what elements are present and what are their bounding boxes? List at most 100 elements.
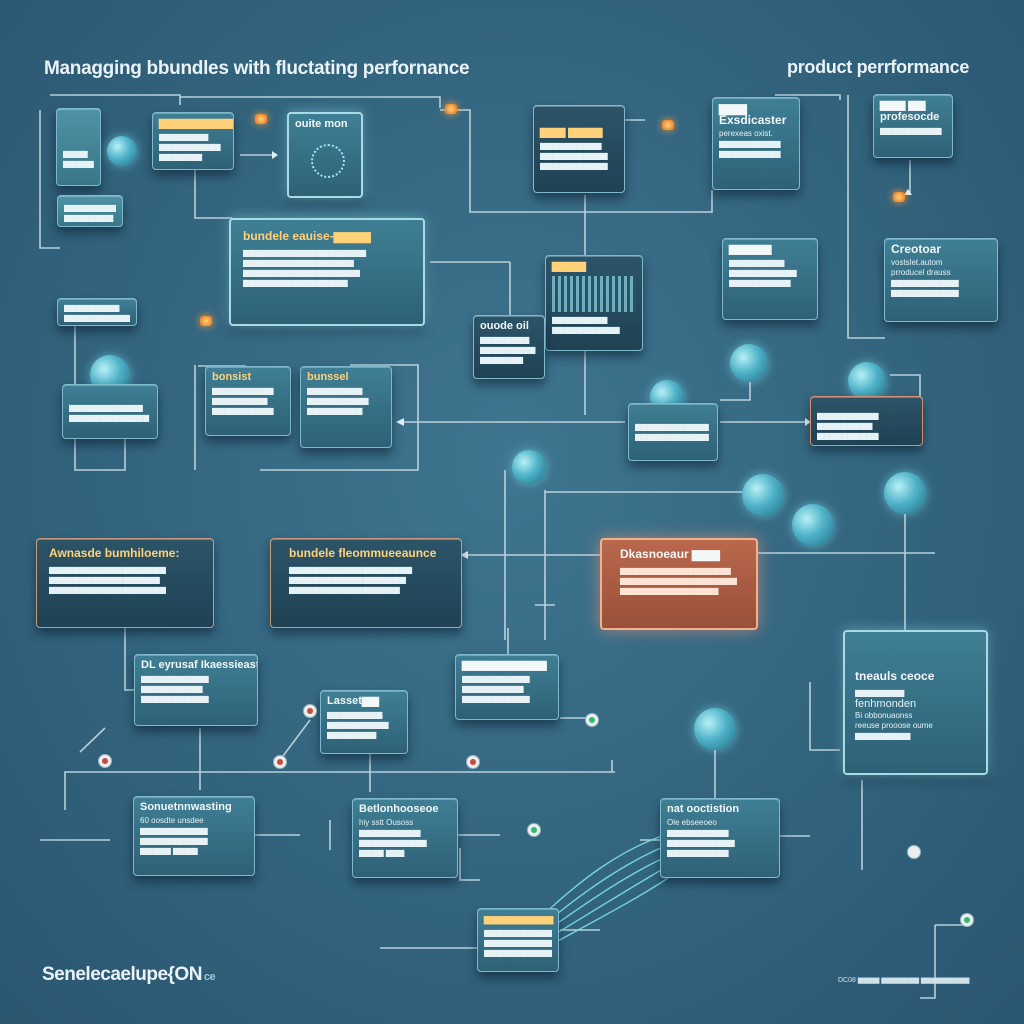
node-title: Dkasnoeaur ▆▆▆ <box>620 547 720 561</box>
diagram-node[interactable]: ouite mon <box>287 112 363 198</box>
node-line: ▆▆▆▆▆▆▆▆▆▆▆▆ <box>635 422 709 431</box>
node-line: 60 oosdte unsdee <box>140 816 204 825</box>
diagram-node[interactable]: Betlonhooseoe hiy sstt Ousoss ▆▆▆▆▆▆▆▆▆▆… <box>352 798 458 878</box>
node-line: ▆▆▆▆▆▆▆▆▆▆▆▆▆▆▆ <box>484 948 552 957</box>
node-line: vostslet.autom <box>891 258 943 267</box>
node-line: ▆▆▆▆▆▆▆▆▆▆▆▆▆ <box>69 413 149 422</box>
node-line: perexeas oxist. <box>719 129 773 138</box>
diagram-node[interactable]: Awnasde bumhiloeme: ▆▆▆▆▆▆▆▆▆▆▆▆▆▆▆▆▆▆▆ … <box>36 538 214 628</box>
node-title: ▆▆▆ Exsdicaster <box>719 101 787 127</box>
node-text: 60 oosdte unsdee ▆▆▆▆▆▆▆▆▆▆▆ ▆▆▆▆▆▆▆▆▆▆▆… <box>140 816 248 856</box>
diagram-node[interactable]: Lasset▆▆ ▆▆▆▆▆▆▆▆▆ ▆▆▆▆▆▆▆▆▆▆ ▆▆▆▆▆▆▆▆ <box>320 690 408 754</box>
node-line: ▆▆▆▆▆▆▆▆▆▆▆ <box>64 313 130 322</box>
node-line: ▆▆▆▆▆▆▆▆ <box>327 730 377 739</box>
diagram-node[interactable]: ▆▆▆ ▆▆ profesocde ▆▆▆▆▆▆▆▆▆▆ <box>873 94 953 158</box>
node-title: Lasset▆▆ <box>327 695 379 707</box>
node-line: ▆▆▆▆▆▆▆▆▆ <box>552 315 608 324</box>
node-text: ▆▆▆▆▆▆▆▆▆▆▆ ▆▆▆▆▆▆▆▆▆▆ ▆▆▆▆▆▆▆▆▆▆▆ <box>141 674 251 704</box>
node-line: ▆▆▆▆▆▆▆▆▆ <box>307 386 363 395</box>
node-line: ▆▆▆▆▆▆▆▆▆▆▆ <box>462 674 530 683</box>
node-text: ▆▆▆▆▆▆▆▆▆ ▆▆▆▆▆▆▆▆ <box>64 203 116 223</box>
status-dot[interactable] <box>98 754 112 768</box>
node-line: ▆▆▆▆▆▆▆▆▆▆▆▆▆▆▆▆▆▆ <box>49 575 160 584</box>
diagram-node[interactable]: bonsist ▆▆▆▆▆▆▆▆▆▆ ▆▆▆▆▆▆▆▆▆ ▆▆▆▆▆▆▆▆▆▆ <box>205 366 291 436</box>
node-line: ▆▆▆▆▆▆▆▆▆▆▆▆▆▆▆▆▆ <box>484 938 552 947</box>
status-dot[interactable] <box>907 845 921 859</box>
node-text: ▆▆▆▆▆▆▆▆▆▆ <box>880 126 946 136</box>
node-connector-icon <box>107 136 137 166</box>
node-title: ▆▆▆▆▆▆▆▆▆▆ <box>484 914 554 924</box>
diagram-node[interactable]: ▆▆▆▆▆▆▆▆▆▆▆▆ ▆▆▆▆▆▆▆▆▆▆▆▆▆ <box>62 384 158 439</box>
diagram-node[interactable]: ▆▆▆▆▆▆▆▆▆▆ ▆▆▆▆▆▆▆▆▆ ▆▆▆▆▆▆▆▆▆▆ <box>810 396 923 446</box>
highlighted-node[interactable]: Dkasnoeaur ▆▆▆ ▆▆▆▆▆▆▆▆▆▆▆▆▆▆▆▆▆▆ ▆▆▆▆▆▆… <box>600 538 758 630</box>
diagram-node[interactable]: ouode oil ▆▆▆▆▆▆▆▆ ▆▆▆▆▆▆▆▆▆ ▆▆▆▆▆▆▆ <box>473 315 545 379</box>
status-dot[interactable] <box>585 713 599 727</box>
node-text: ▆▆▆▆▆▆▆▆▆▆▆▆▆▆▆▆▆▆▆ ▆▆▆▆▆▆▆▆▆▆▆▆▆▆▆▆▆▆ ▆… <box>49 565 201 595</box>
node-line: Ole ebseeoeo <box>667 818 717 827</box>
node-line: ▆▆▆▆▆▆▆▆▆▆ <box>667 848 729 857</box>
node-line: ▆▆▆▆▆▆▆▆ <box>855 688 905 697</box>
node-text: ▆▆▆▆▆▆▆▆ fenhmonden Bi obbonuaonss reeus… <box>855 688 976 741</box>
diagram-node[interactable]: nat ooctistion Ole ebseeoeo ▆▆▆▆▆▆▆▆▆▆ ▆… <box>660 798 780 878</box>
diagram-node[interactable]: ▆▆▆ ▆▆▆▆ ▆▆▆▆▆▆▆▆▆▆ ▆▆▆▆▆▆▆▆▆▆▆ ▆▆▆▆▆▆▆▆… <box>533 105 625 193</box>
diagram-node[interactable]: ▆▆▆▆▆▆▆▆▆ ▆▆▆▆▆▆▆▆▆▆▆ <box>57 298 137 326</box>
status-dot[interactable] <box>960 913 974 927</box>
node-line: ▆▆▆▆▆▆▆▆▆▆ <box>880 126 942 135</box>
node-title: bundele fleommueeaunce <box>289 546 437 560</box>
node-text: perexeas oxist. ▆▆▆▆▆▆▆▆▆▆ ▆▆▆▆▆▆▆▆▆▆ <box>719 129 793 159</box>
diagram-node[interactable]: ▆▆▆▆▆▆▆▆▆▆ ▆▆▆▆▆▆▆▆▆▆▆ ▆▆▆▆▆▆▆▆▆▆ ▆▆▆▆▆▆… <box>455 654 559 720</box>
diagram-node[interactable]: ▆▆▆▆▆▆▆▆▆ ▆▆▆▆▆▆▆▆ ▆▆▆▆▆▆▆▆▆▆ ▆▆▆▆▆▆▆ <box>152 112 234 170</box>
diagram-node[interactable]: ▆▆▆ Exsdicaster perexeas oxist. ▆▆▆▆▆▆▆▆… <box>712 97 800 190</box>
node-line: ▆▆▆▆▆▆▆▆▆▆ <box>141 684 203 693</box>
diagram-node[interactable]: Sonuetnnwasting 60 oosdte unsdee ▆▆▆▆▆▆▆… <box>133 796 255 876</box>
node-line: ▆▆▆▆▆▆▆▆▆▆▆▆▆▆▆▆▆▆▆ <box>243 268 360 277</box>
diagram-node[interactable]: ▆▆▆▆▆▆▆▆▆ ▆▆▆▆▆▆▆▆ <box>57 195 123 227</box>
node-line: ▆▆▆▆▆▆▆▆▆ <box>480 345 536 354</box>
diagram-node[interactable]: ▆▆▆▆▆▆▆▆▆▆ ▆▆▆▆▆▆▆▆▆▆▆▆▆▆▆▆ ▆▆▆▆▆▆▆▆▆▆▆▆… <box>477 908 559 972</box>
page-title: Managging bbundles with fluctating perfo… <box>44 58 470 79</box>
node-title: ▆▆▆ ▆▆▆▆ <box>540 126 603 138</box>
node-line: ▆▆▆▆▆▆▆▆▆▆ <box>719 139 781 148</box>
diagram-node[interactable]: bundele fleommueeaunce ▆▆▆▆▆▆▆▆▆▆▆▆▆▆▆▆▆… <box>270 538 462 628</box>
node-line: ▆▆▆▆▆▆▆▆▆▆▆ <box>462 694 530 703</box>
node-line: ▆▆▆▆▆▆▆▆▆ <box>327 710 383 719</box>
status-dot[interactable] <box>303 704 317 718</box>
node-line: ▆▆▆▆▆▆▆▆▆▆▆ <box>540 161 608 170</box>
node-title: bonsist <box>212 371 252 383</box>
status-dot[interactable] <box>466 755 480 769</box>
node-text: ▆▆▆▆▆▆▆▆▆▆ ▆▆▆▆▆▆▆▆▆▆▆ ▆▆▆▆▆▆▆▆▆▆▆ <box>540 141 618 171</box>
diagram-node[interactable]: bundele eauise-▆▆▆▆ ▆▆▆▆▆▆▆▆▆▆▆▆▆▆▆▆▆▆▆▆… <box>229 218 425 326</box>
node-title: Betlonhooseoe <box>359 803 439 815</box>
diagram-node[interactable]: ▆▆▆▆▆▆▆▆▆▆▆▆ ▆▆▆▆▆▆▆▆▆▆▆▆ <box>628 403 718 461</box>
node-line: ▆▆▆▆▆▆▆▆▆▆▆▆▆▆▆▆▆▆▆ <box>49 585 166 594</box>
node-line: Bi obbonuaonss <box>855 711 913 720</box>
status-dot[interactable] <box>527 823 541 837</box>
diagram-node[interactable]: ▆▆▆▆ ▆▆▆▆▆ <box>56 108 101 186</box>
diagram-node[interactable]: bunssel ▆▆▆▆▆▆▆▆▆ ▆▆▆▆▆▆▆▆▆▆ ▆▆▆▆▆▆▆▆▆ <box>300 366 392 448</box>
node-line: ▆▆▆▆▆▆▆▆▆▆▆▆ <box>69 403 143 412</box>
node-text: ▆▆▆▆▆▆▆▆▆ ▆▆▆▆▆▆▆▆▆▆▆ ▆▆▆▆▆▆▆▆▆▆ <box>729 258 811 288</box>
node-text: Ole ebseeoeo ▆▆▆▆▆▆▆▆▆▆ ▆▆▆▆▆▆▆▆▆▆▆ ▆▆▆▆… <box>667 818 773 858</box>
node-title: ▆▆▆▆▆▆▆▆▆▆ <box>462 659 547 671</box>
diagram-node[interactable]: ▆▆▆▆ ▆▆▆▆▆▆▆▆▆ ▆▆▆▆▆▆▆▆▆▆▆ <box>545 255 643 351</box>
page-subtitle: product perrformance <box>787 57 970 77</box>
node-text: ▆▆▆▆▆▆▆▆▆ ▆▆▆▆▆▆▆▆▆▆▆ <box>552 315 636 335</box>
status-dot[interactable] <box>273 755 287 769</box>
node-connector-icon <box>848 362 886 400</box>
diagram-node[interactable]: tneauls ceoce ▆▆▆▆▆▆▆▆ fenhmonden Bi obb… <box>843 630 988 775</box>
diagram-node[interactable]: Creotoar vostslet.autom prroducel drauss… <box>884 238 998 322</box>
node-line: ▆▆▆▆▆▆▆▆▆▆▆▆▆▆▆▆▆▆ <box>243 258 354 267</box>
diagram-node[interactable]: ▆▆▆▆▆ ▆▆▆▆▆▆▆▆▆ ▆▆▆▆▆▆▆▆▆▆▆ ▆▆▆▆▆▆▆▆▆▆ <box>722 238 818 320</box>
node-title: ▆▆▆▆▆ <box>729 243 772 255</box>
node-title: bunssel <box>307 371 349 383</box>
footer-note: DC08 ▆▆▆▆ ▆▆▆▆▆▆▆ ▆▆▆▆▆▆▆▆▆ <box>838 977 970 984</box>
node-line: ▆▆▆▆▆▆▆▆▆▆▆ <box>891 278 959 287</box>
diagram-node[interactable]: DL eyrusaf Ikaessieast ▆▆▆▆▆▆▆▆▆▆▆ ▆▆▆▆▆… <box>134 654 258 726</box>
node-title: ouode oil <box>480 320 529 332</box>
node-line: ▆▆▆▆▆▆▆▆▆▆▆ <box>141 694 209 703</box>
node-line: ▆▆▆▆▆ <box>63 159 94 168</box>
node-line: ▆▆▆▆▆▆▆▆▆▆▆ <box>141 674 209 683</box>
node-line: ▆▆▆▆▆▆▆▆▆ <box>64 203 116 212</box>
node-line: ▆▆▆▆▆▆▆▆▆▆ <box>462 684 524 693</box>
